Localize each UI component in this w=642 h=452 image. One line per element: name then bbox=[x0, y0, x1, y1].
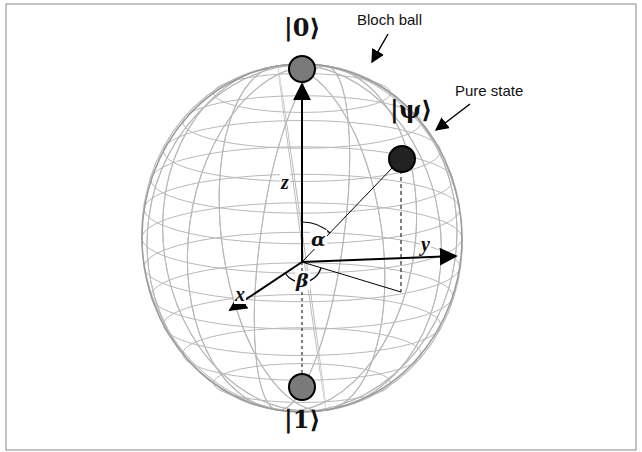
callout-label: Pure state bbox=[455, 83, 523, 98]
x-axis bbox=[230, 262, 302, 310]
sphere-outline bbox=[142, 64, 462, 412]
basis-point bbox=[289, 374, 315, 400]
z-axis bbox=[301, 84, 303, 262]
frame bbox=[6, 4, 636, 450]
projection-line bbox=[302, 262, 401, 292]
y-axis bbox=[302, 256, 456, 262]
axis-label: x bbox=[234, 284, 246, 304]
callout-label: Bloch ball bbox=[357, 12, 422, 27]
state-label: |ψ⟩ bbox=[390, 98, 432, 122]
sphere-wireframe bbox=[119, 43, 484, 432]
longitude-line bbox=[125, 44, 480, 432]
axis-label: z bbox=[280, 172, 290, 192]
longitude-line bbox=[119, 43, 484, 432]
state-label: |0⟩ bbox=[284, 16, 320, 40]
longitude-line bbox=[125, 44, 480, 432]
longitude-line bbox=[277, 66, 327, 411]
state-label: |1⟩ bbox=[284, 408, 320, 432]
longitude-line bbox=[237, 60, 367, 416]
leader-arrow bbox=[372, 34, 388, 62]
longitude-line bbox=[166, 50, 439, 426]
basis-point bbox=[289, 56, 315, 82]
longitude-line bbox=[141, 46, 464, 429]
latitude-line bbox=[151, 263, 453, 329]
longitude-line bbox=[237, 60, 367, 416]
axis-label: y bbox=[420, 234, 431, 254]
angle-label: α bbox=[310, 230, 327, 249]
state-vector bbox=[302, 166, 394, 262]
longitude-line bbox=[141, 46, 464, 429]
leader-arrow bbox=[436, 104, 470, 130]
longitude-line bbox=[166, 50, 439, 426]
angle-label: β bbox=[295, 271, 310, 290]
longitude-line bbox=[199, 55, 406, 422]
projection-line bbox=[401, 170, 402, 292]
state-point bbox=[389, 146, 415, 172]
longitude-line bbox=[199, 55, 406, 422]
